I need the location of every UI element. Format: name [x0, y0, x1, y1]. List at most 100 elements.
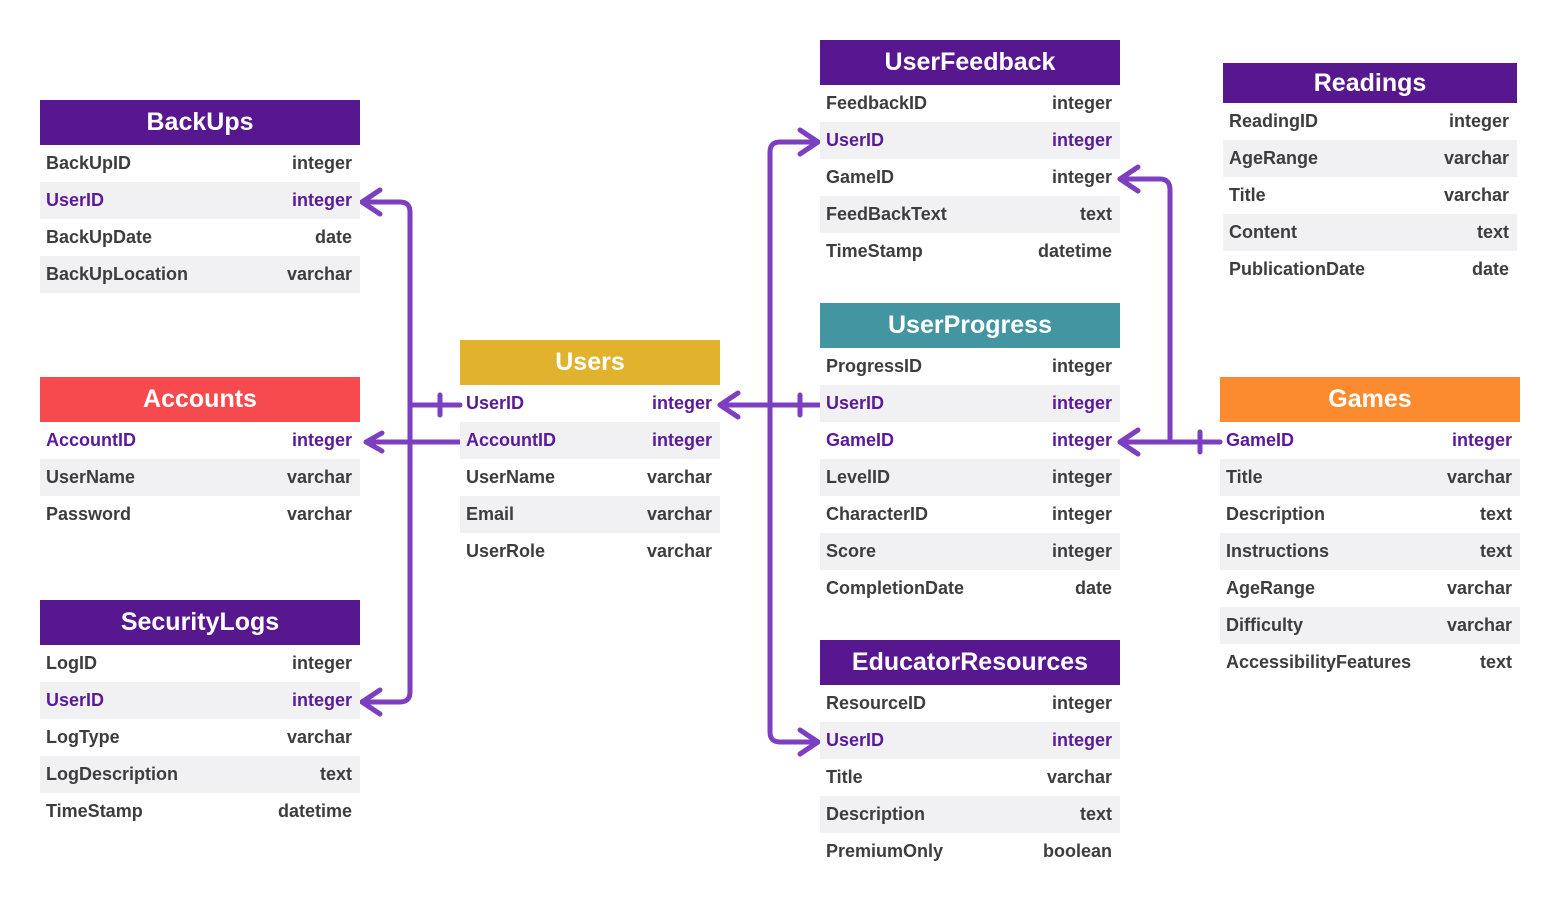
column-name: AgeRange [1226, 578, 1316, 598]
table-row: CharacterID integer [820, 496, 1120, 533]
column-name: LogDescription [46, 764, 179, 784]
column-type: integer [1051, 541, 1112, 561]
connector-users-backups [359, 199, 463, 408]
column-type: datetime [277, 801, 352, 821]
column-type: boolean [1042, 841, 1112, 861]
table-header: BackUps [40, 100, 360, 145]
column-type: varchar [1446, 578, 1512, 598]
column-name: Content [1229, 222, 1297, 242]
column-name: CharacterID [826, 504, 929, 524]
column-type: integer [1051, 393, 1112, 413]
column-name: PublicationDate [1229, 259, 1366, 279]
column-type: varchar [646, 467, 712, 487]
table-row: AgeRange varchar [1223, 140, 1517, 177]
connector-users-securitylogs [359, 402, 413, 705]
column-type: integer [291, 190, 352, 210]
column-name: AccountID [466, 430, 556, 450]
table-header: EducatorResources [820, 640, 1120, 685]
arrow-accounts [363, 430, 385, 454]
column-name: Description [826, 804, 926, 824]
table-row: GameID integer [820, 422, 1120, 459]
column-name: LogType [46, 727, 120, 747]
column-name: Title [1226, 467, 1263, 487]
column-name: FeedBackText [826, 204, 947, 224]
column-name: Email [466, 504, 515, 524]
table-readings: Readings ReadingID integer AgeRange varcha… [1223, 63, 1517, 288]
column-type: integer [291, 653, 352, 673]
column-name: LevelID [826, 467, 891, 487]
column-type: integer [1051, 504, 1112, 524]
column-name: BackUpID [46, 153, 132, 173]
table-header: UserProgress [820, 303, 1120, 348]
column-type: varchar [1443, 148, 1509, 168]
column-type: integer [1448, 111, 1509, 131]
column-type: integer [1051, 693, 1112, 713]
crowfoot-userfeedback [797, 127, 821, 157]
column-name: UserID [826, 393, 885, 413]
column-type: varchar [1446, 615, 1512, 635]
column-type: varchar [286, 467, 352, 487]
column-name: CompletionDate [826, 578, 965, 598]
column-type: integer [1051, 93, 1112, 113]
column-name: FeedbackID [826, 93, 928, 113]
column-type: varchar [1446, 467, 1512, 487]
column-name: GameID [826, 167, 895, 187]
table-row: FeedbackID integer [820, 85, 1120, 122]
table-header: UserFeedback [820, 40, 1120, 85]
column-name: UserRole [466, 541, 546, 561]
column-type: integer [1051, 167, 1112, 187]
column-name: GameID [826, 430, 895, 450]
column-name: ProgressID [826, 356, 923, 376]
column-name: BackUpLocation [46, 264, 189, 284]
column-name: UserID [466, 393, 525, 413]
column-type: integer [291, 690, 352, 710]
crowfoot-educatorresources [797, 727, 821, 757]
crowfoot-securitylogs [359, 687, 383, 717]
column-type: integer [1051, 130, 1112, 150]
column-type: integer [291, 430, 352, 450]
table-row: AgeRange varchar [1220, 570, 1520, 607]
column-name: UserName [466, 467, 556, 487]
column-type: integer [1451, 430, 1512, 450]
table-header: SecurityLogs [40, 600, 360, 645]
column-type: text [1079, 804, 1112, 824]
column-name: AccessibilityFeatures [1226, 652, 1412, 672]
column-type: text [1476, 222, 1509, 242]
column-name: Score [826, 541, 877, 561]
table-header: Readings [1223, 63, 1517, 103]
column-type: varchar [1443, 185, 1509, 205]
table-header: Users [460, 340, 720, 385]
table-header: Games [1220, 377, 1520, 422]
column-type: integer [1051, 430, 1112, 450]
column-name: AccountID [46, 430, 136, 450]
column-name: ReadingID [1229, 111, 1319, 131]
column-name: AgeRange [1229, 148, 1319, 168]
table-row: LogID integer [40, 645, 360, 682]
column-name: LogID [46, 653, 97, 673]
table-row: Title varchar [1220, 459, 1520, 496]
